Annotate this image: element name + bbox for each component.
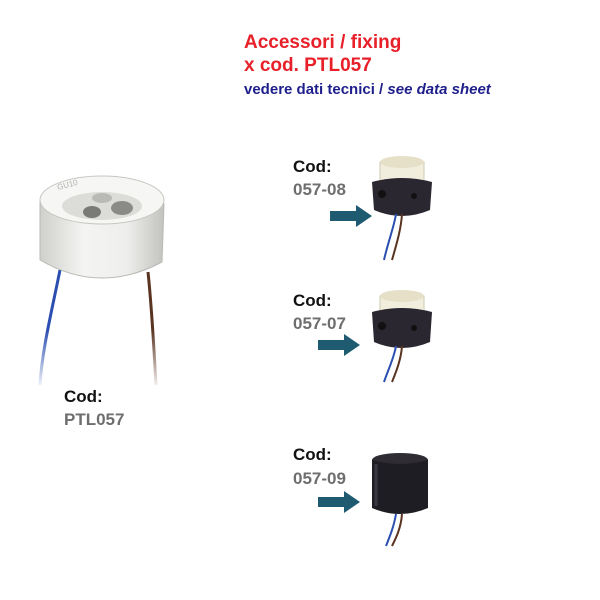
accessory-1-cod-label: Cod: (293, 157, 332, 176)
accessory-1-arrow-icon (330, 205, 372, 227)
accessory-2-cod-label: Cod: (293, 291, 332, 310)
accessory-3-arrow-icon (318, 491, 360, 513)
gu10-socket-image: GU10 (30, 175, 180, 390)
accessory-3-cod-label: Cod: (293, 445, 332, 464)
accessory-1-image (372, 156, 432, 261)
accessory-3-image (372, 453, 428, 547)
main-cod-label: Cod: (64, 387, 103, 406)
accessory-2-arrow-icon (318, 334, 360, 356)
header-title-line2: x cod. PTL057 (244, 55, 372, 76)
accessory-2-code: 057-07 (293, 314, 346, 333)
main-cod-value: PTL057 (64, 410, 125, 429)
header-note: vedere dati tecnici / see data sheet (244, 81, 491, 98)
header-title-line1: Accessori / fixing (244, 32, 402, 53)
header-note-english: see data sheet (387, 81, 491, 98)
accessory-2-image (372, 290, 432, 383)
header-note-italian: vedere dati tecnici / (244, 81, 388, 98)
accessory-1-code: 057-08 (293, 180, 346, 199)
accessory-3-code: 057-09 (293, 469, 346, 488)
